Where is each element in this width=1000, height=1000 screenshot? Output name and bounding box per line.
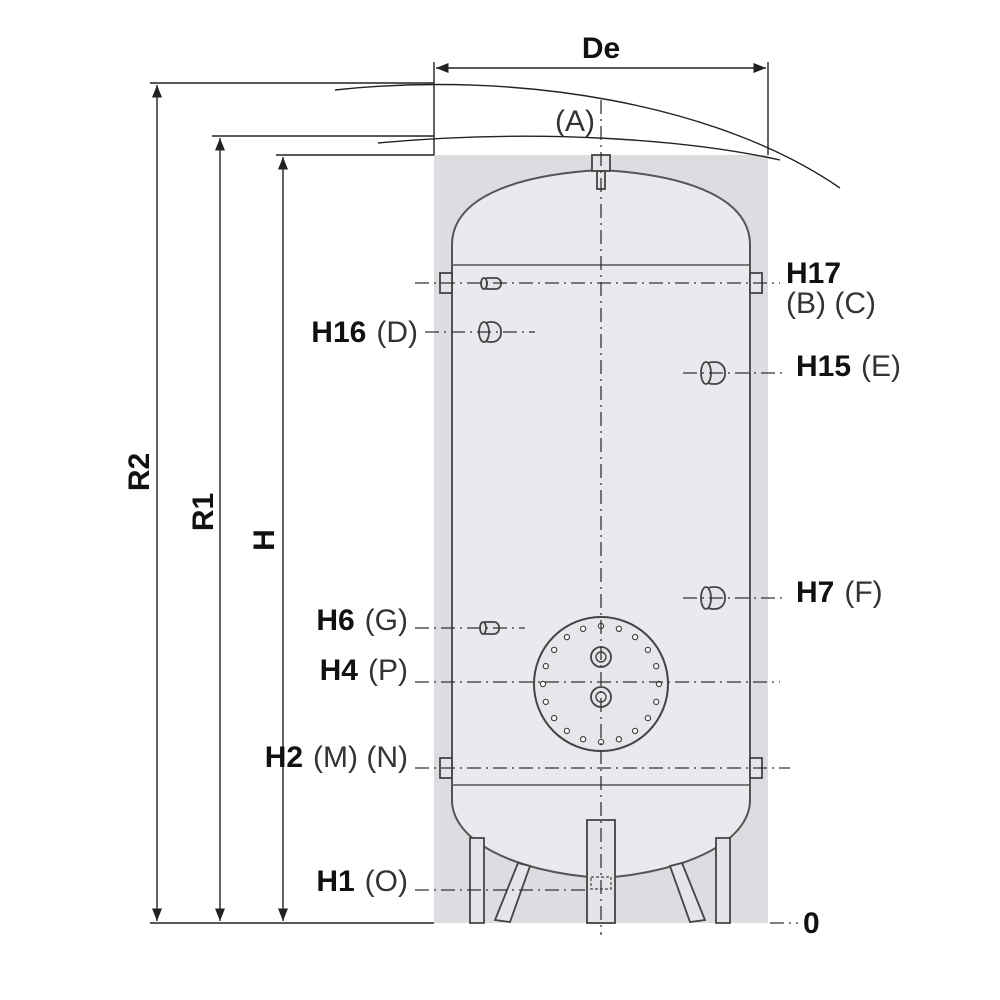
flange-bolt: [644, 646, 652, 654]
label-h6-code: (G): [365, 604, 408, 637]
flange-bolt: [542, 662, 550, 670]
manhole-bolts: [539, 622, 663, 746]
brace-left: [493, 861, 532, 923]
leg-left: [469, 837, 485, 924]
label-h2: H2 (M) (N): [265, 741, 408, 774]
label-h6-name: H6: [316, 604, 354, 637]
tilt-arc-r1: [377, 135, 781, 161]
zero-label: 0: [803, 907, 820, 940]
flange-bolt: [563, 727, 571, 735]
label-h4: H4 (P): [320, 654, 408, 687]
h-label: H: [248, 529, 281, 551]
label-h16: H16 (D): [311, 316, 418, 349]
flange-bolt: [539, 680, 547, 688]
r1-label: R1: [187, 493, 220, 531]
flange-bolt: [653, 662, 660, 670]
leg-right: [715, 837, 731, 924]
flange-bolt: [542, 698, 550, 706]
flange-bolt: [615, 625, 623, 633]
label-h1-code: (O): [365, 865, 408, 898]
flange-bolt: [579, 625, 587, 633]
label-h2-name: H2: [265, 741, 303, 774]
tilt-arc-r2: [334, 83, 841, 189]
label-h4-code: (P): [368, 654, 408, 687]
label-h7: H7 (F): [796, 576, 883, 609]
label-h4-name: H4: [320, 654, 359, 687]
label-h7-name: H7: [796, 576, 834, 609]
flange-bolt: [615, 736, 623, 743]
flange-bolt: [563, 633, 571, 641]
label-h15-name: H15: [796, 350, 851, 383]
label-h17-code: (B) (C): [786, 287, 876, 320]
label-h1-name: H1: [316, 865, 354, 898]
label-h6: H6 (G): [316, 604, 408, 637]
flange-bolt: [550, 646, 558, 654]
flange-bolt: [579, 736, 587, 743]
label-h17-name: H17: [786, 257, 841, 290]
de-label: De: [582, 32, 620, 65]
label-h7-code: (F): [844, 576, 882, 609]
flange-bolt: [631, 727, 639, 735]
brace-right: [668, 861, 707, 923]
flange-bolt: [644, 714, 652, 722]
label-h15: H15 (E): [796, 350, 901, 383]
label-h16-code: (D): [376, 316, 418, 349]
label-h2-code: (M) (N): [313, 741, 408, 774]
flange-bolt: [550, 714, 558, 722]
label-h15-code: (E): [861, 350, 901, 383]
flange-bolt: [631, 633, 639, 641]
label-h1: H1 (O): [316, 865, 408, 898]
r2-label: R2: [123, 453, 156, 491]
flange-bolt: [653, 698, 660, 706]
label-h16-name: H16: [311, 316, 366, 349]
label-a-code: (A): [555, 105, 595, 138]
